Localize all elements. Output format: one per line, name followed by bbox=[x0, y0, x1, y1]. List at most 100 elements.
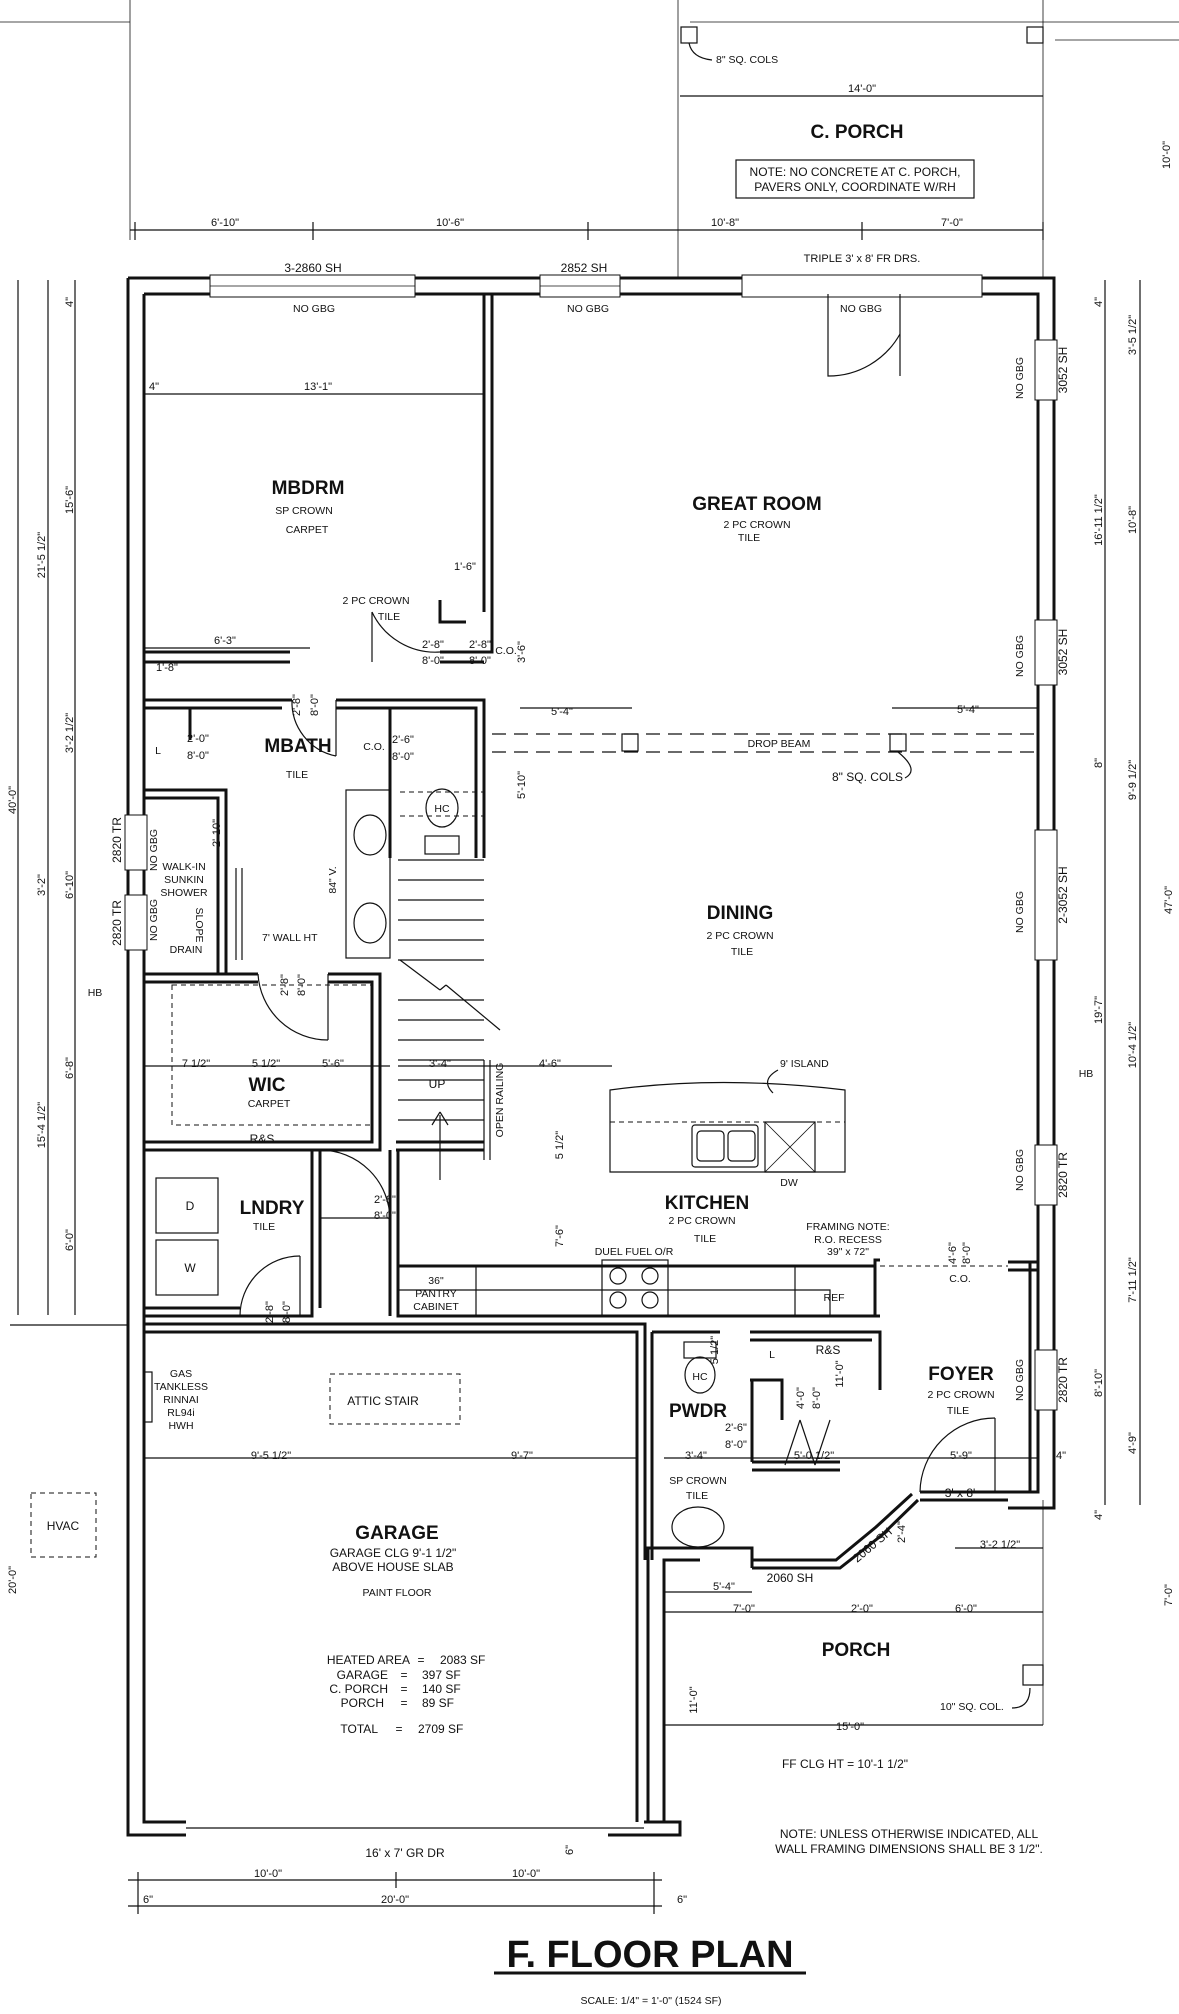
dim-right-4-b: 4" bbox=[1093, 1510, 1105, 1520]
area-label-porch: PORCH bbox=[341, 1696, 384, 1710]
gas-1: GAS bbox=[170, 1368, 192, 1380]
dim-6-b: 6" bbox=[143, 1894, 153, 1906]
dim-2-10: 2'-10" bbox=[211, 819, 223, 847]
left-dimension-strings bbox=[10, 280, 128, 1326]
dim-right-4-a: 4" bbox=[1093, 297, 1105, 307]
garage-floor: PAINT FLOOR bbox=[362, 1587, 431, 1599]
walkin-3: SHOWER bbox=[160, 887, 208, 899]
dim-right-9-9: 9'-9 1/2" bbox=[1127, 760, 1139, 800]
dim-left-3-2-5: 3'-2 1/2" bbox=[64, 713, 76, 753]
room-garage: GARAGE bbox=[355, 1523, 438, 1544]
no-gbg-3: NO GBG bbox=[840, 303, 882, 315]
walkin-1: WALK-IN bbox=[162, 861, 205, 873]
dim-left-15-6: 15'-6" bbox=[64, 486, 76, 514]
no-gbg-r1: NO GBG bbox=[1014, 357, 1026, 399]
room-foyer: FOYER bbox=[928, 1364, 994, 1385]
co-great: C.O. bbox=[495, 645, 517, 657]
dim-5-1-2-a: 5 1/2" bbox=[252, 1058, 280, 1070]
stair bbox=[398, 859, 501, 1180]
dining-floor: TILE bbox=[731, 946, 753, 958]
dim-13-1: 13'-1" bbox=[304, 381, 332, 393]
right-dimension-strings bbox=[1104, 280, 1141, 1505]
dim-7-6: 7'-6" bbox=[554, 1225, 566, 1247]
room-great: GREAT ROOM bbox=[692, 494, 821, 515]
window-left-1 bbox=[124, 814, 148, 871]
foyer-floor: TILE bbox=[947, 1405, 969, 1417]
dim-2-4: 2'-4" bbox=[896, 1521, 908, 1543]
exterior-walls bbox=[126, 276, 1056, 1837]
washer bbox=[155, 1239, 219, 1296]
dim-2-6-b: 2'-6" bbox=[725, 1422, 747, 1434]
window-3052-a: 3052 SH bbox=[1056, 347, 1070, 394]
co-mbath: C.O. bbox=[363, 741, 385, 753]
dim-2-0-a: 2'-0" bbox=[187, 733, 209, 745]
ff-clg-label: FF CLG HT = 10'-1 1/2" bbox=[782, 1757, 908, 1771]
dim-8-0-i: 8'-0" bbox=[961, 1242, 973, 1264]
dim-2-8-a: 2'-8" bbox=[291, 694, 303, 716]
dim-11-0-b: 11'-0" bbox=[688, 1686, 700, 1713]
open-railing-label: OPEN RAILING bbox=[494, 1063, 506, 1138]
attic-stair-box bbox=[329, 1373, 461, 1425]
dim-6-10: 6'-10" bbox=[211, 217, 239, 229]
dim-left-20-0: 20'-0" bbox=[7, 1566, 19, 1594]
dryer-label: D bbox=[186, 1199, 195, 1213]
area-value-heated: 2083 SF bbox=[440, 1653, 485, 1667]
dim-6: 6" bbox=[564, 1845, 576, 1855]
sq-column-porch bbox=[1022, 1664, 1044, 1686]
dim-3-2-5: 3'-2 1/2" bbox=[980, 1539, 1020, 1551]
pwdr-crown: SP CROWN bbox=[669, 1475, 727, 1487]
framing-note-3: 39" x 72" bbox=[827, 1246, 869, 1258]
foyer-crown: 2 PC CROWN bbox=[927, 1389, 994, 1401]
dim-1-6: 1'-6" bbox=[454, 561, 476, 573]
room-porch: PORCH bbox=[822, 1640, 891, 1661]
dining-crown: 2 PC CROWN bbox=[706, 930, 773, 942]
bottom-note-2: WALL FRAMING DIMENSIONS SHALL BE 3 1/2". bbox=[775, 1842, 1043, 1856]
gas-5: HWH bbox=[168, 1420, 193, 1432]
sq-column-mid-left bbox=[621, 733, 639, 752]
wic-floor: CARPET bbox=[248, 1098, 291, 1110]
right-windows bbox=[1034, 339, 1058, 1411]
drain-label: DRAIN bbox=[170, 944, 203, 956]
dim-8-0-a: 8'-0" bbox=[309, 694, 321, 716]
dim-8-0-h: 8'-0" bbox=[281, 1301, 293, 1323]
hb-right: HB bbox=[1079, 1068, 1094, 1080]
dim-2-8-f: 2'-8" bbox=[264, 1301, 276, 1323]
dim-2-8-c: 2'-8" bbox=[469, 639, 491, 651]
area-value-cporch: 140 SF bbox=[422, 1682, 461, 1696]
dim-right-16-11: 16'-11 1/2" bbox=[1093, 494, 1105, 546]
dim-left-3-2: 3'-2" bbox=[36, 874, 48, 896]
gas-3: RINNAI bbox=[163, 1394, 199, 1406]
dim-4-0: 4'-0" bbox=[795, 1387, 807, 1409]
room-mbdrm: MBDRM bbox=[272, 478, 345, 499]
garage-slab: ABOVE HOUSE SLAB bbox=[332, 1560, 453, 1574]
rs-wic: R&S bbox=[250, 1132, 275, 1146]
no-gbg-l2: NO GBG bbox=[148, 899, 160, 941]
pantry-3: CABINET bbox=[413, 1301, 459, 1313]
dim-2-8-e: 2'-8" bbox=[374, 1194, 396, 1206]
wall-ht-label: 7' WALL HT bbox=[262, 932, 318, 944]
dim-6-0-b: 6'-0" bbox=[955, 1603, 977, 1615]
lndry-floor: TILE bbox=[253, 1221, 275, 1233]
dim-right-4-9: 4'-9" bbox=[1127, 1432, 1139, 1454]
area-eq-cporch: = bbox=[400, 1682, 407, 1696]
window-2820-c: 2820 TR bbox=[1056, 1152, 1070, 1198]
window-2060-a: 2060 SH bbox=[767, 1571, 814, 1585]
no-gbg-1: NO GBG bbox=[293, 303, 335, 315]
dryer bbox=[155, 1177, 219, 1234]
hc-pwdr: HC bbox=[692, 1371, 708, 1383]
wic-shelves bbox=[171, 984, 373, 1126]
window-3052-b: 3052 SH bbox=[1056, 629, 1070, 676]
dw-label: DW bbox=[780, 1177, 798, 1189]
room-dining: DINING bbox=[707, 903, 774, 924]
cooktop bbox=[601, 1259, 669, 1317]
dim-8-0-j: 8'-0" bbox=[811, 1387, 823, 1409]
dim-5-6: 5'-6" bbox=[322, 1058, 344, 1070]
dim-6-3: 6'-3" bbox=[214, 635, 236, 647]
framing-note-1: FRAMING NOTE: bbox=[806, 1221, 889, 1233]
kitchen-island bbox=[609, 1081, 846, 1173]
dim-right-7-11: 7'-11 1/2" bbox=[1127, 1257, 1139, 1303]
window-2820-d: 2820 TR bbox=[1056, 1357, 1070, 1403]
crown-tile-2: TILE bbox=[378, 611, 400, 623]
dim-right-3-5: 3'-5 1/2" bbox=[1127, 315, 1139, 355]
